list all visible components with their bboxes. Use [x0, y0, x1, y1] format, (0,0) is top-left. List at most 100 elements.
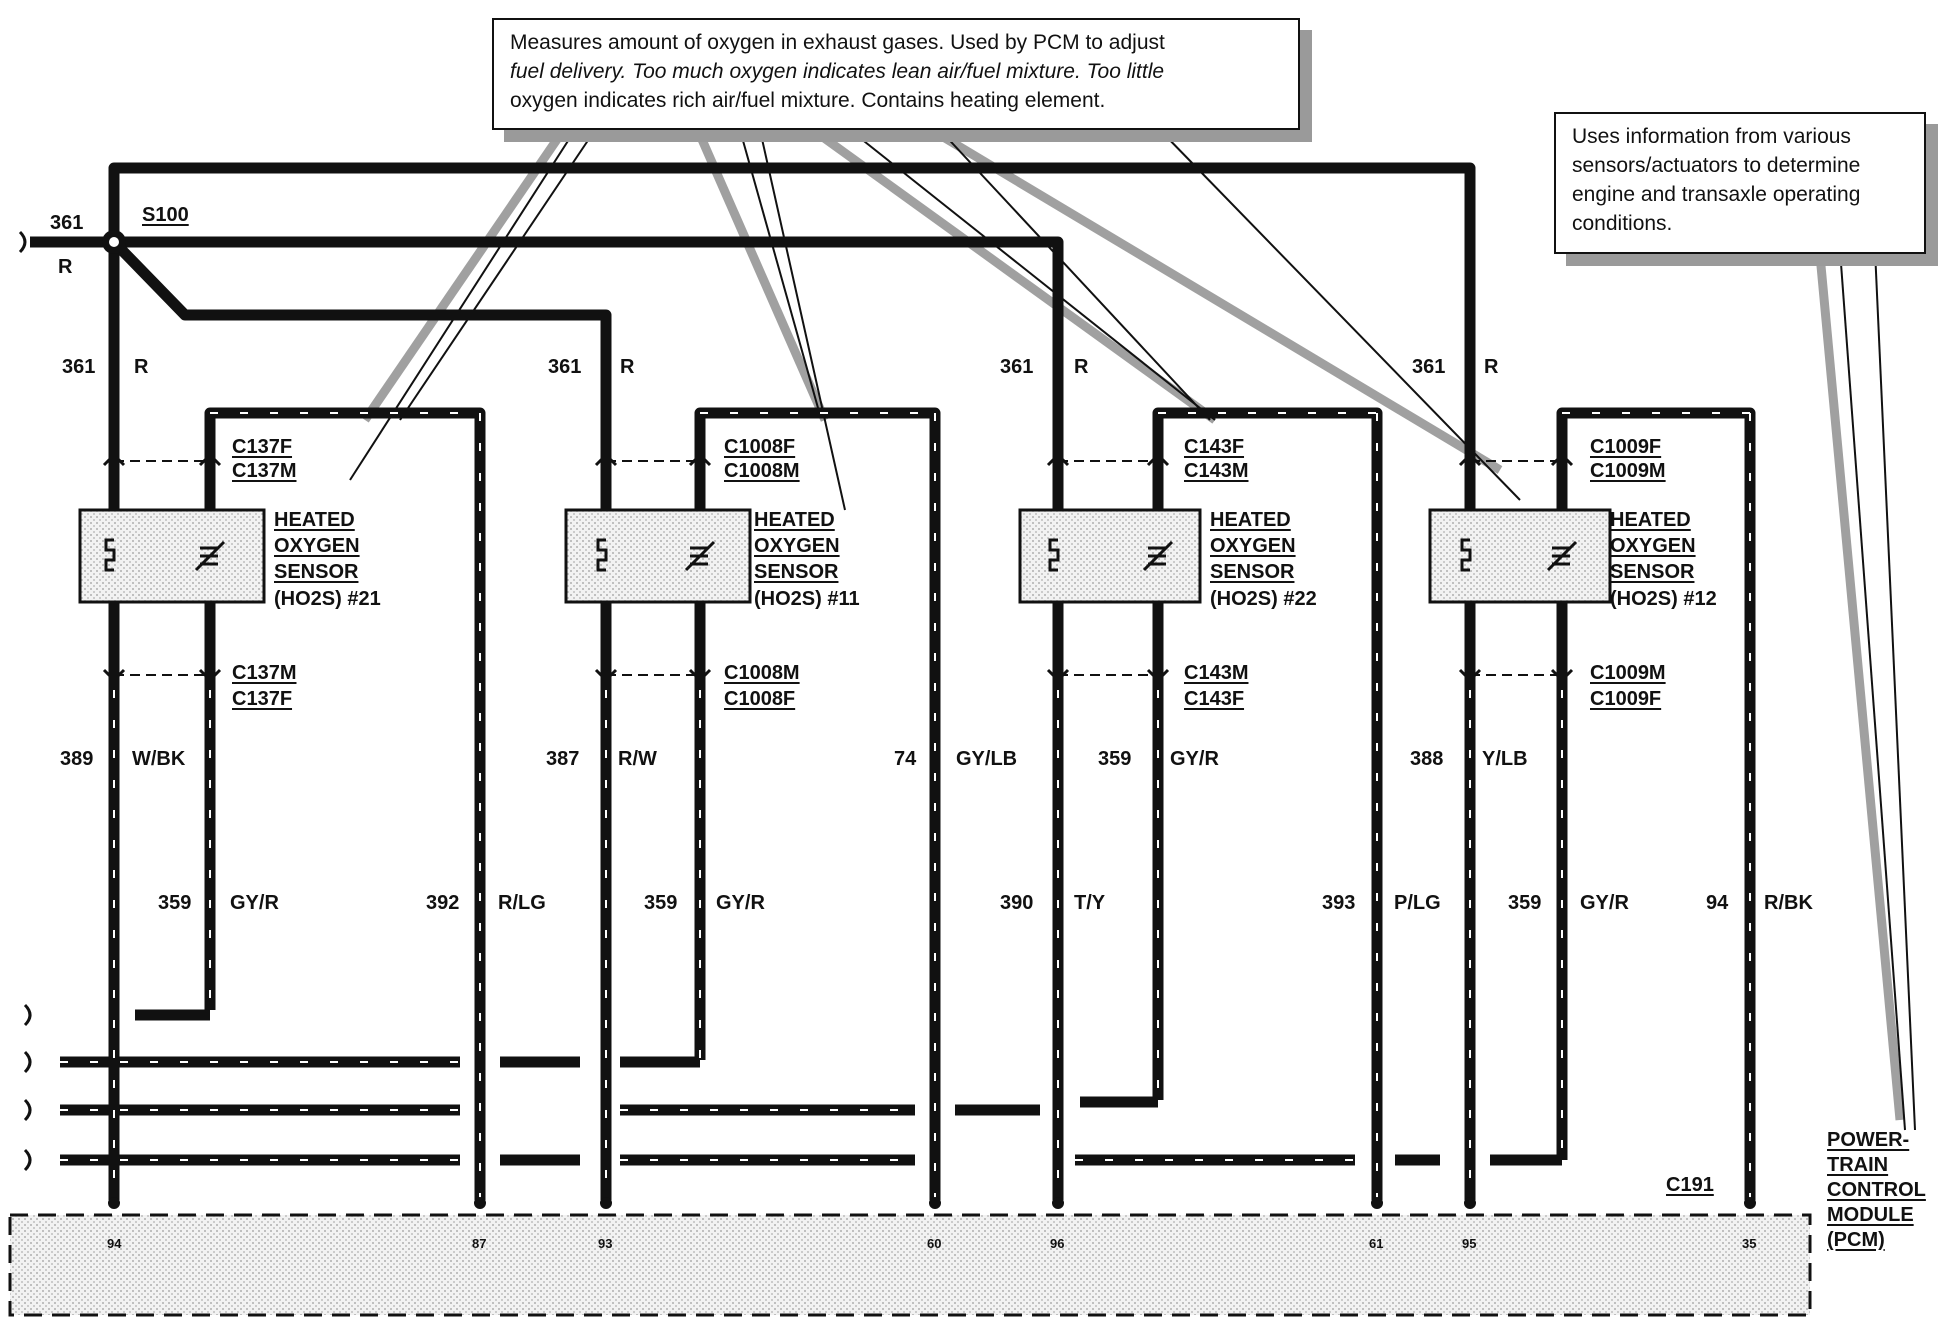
ground-color: GY/R: [1170, 748, 1219, 770]
sensor-name: OXYGEN: [1610, 535, 1696, 557]
return-circuit: 392: [426, 892, 460, 914]
ground-color: GY/R: [1580, 892, 1629, 914]
connector-bottom: C1008F: [724, 688, 796, 710]
connector-top: C1008M: [724, 460, 800, 482]
connector-top: C1009M: [1590, 460, 1666, 482]
connector-bottom: C1008M: [724, 662, 800, 684]
sensor-name: OXYGEN: [274, 535, 360, 557]
callout-line: conditions.: [1572, 212, 1673, 235]
ground-circuit: 359: [1098, 748, 1132, 770]
pcm-label: POWER- TRAIN CONTROL MODULE (PCM): [1827, 1128, 1926, 1253]
pcm-box: [8, 1213, 1812, 1317]
connector-bottom: C137M: [232, 662, 297, 684]
pcm-label-line: POWER-: [1827, 1129, 1910, 1151]
sensor-suffix: (HO2S) #12: [1610, 588, 1717, 610]
splice-color: R: [58, 256, 73, 278]
power-circuit: 361: [548, 356, 582, 378]
sensor-suffix: (HO2S) #22: [1210, 588, 1317, 610]
mid-wire-circuit: 393: [1322, 892, 1356, 914]
pcm-label-line: (PCM): [1827, 1229, 1885, 1251]
power-circuit: 361: [1000, 356, 1034, 378]
ground-color: GY/R: [230, 892, 279, 914]
heater-icon: [1048, 538, 1060, 572]
return-circuit: 94: [1706, 892, 1729, 914]
sensor-boxes: [78, 508, 1612, 604]
connector-top: C137M: [232, 460, 297, 482]
connector-bottom: C143F: [1184, 688, 1245, 710]
connector-top: C1008F: [724, 436, 796, 458]
connector-bottom: C1009M: [1590, 662, 1666, 684]
sensor-name: SENSOR: [1610, 561, 1695, 583]
connector-top: C137F: [232, 436, 293, 458]
sensor-name: HEATED: [1210, 509, 1291, 531]
pcm-pin: 35: [1742, 1236, 1757, 1251]
connector-bottom: C143M: [1184, 662, 1249, 684]
callout-leaders: [349, 129, 1916, 1131]
pcm-pin: 60: [927, 1236, 942, 1251]
return-color: R/BK: [1764, 892, 1813, 914]
ho2s-11-box: [564, 508, 752, 604]
sensor-name: HEATED: [754, 509, 835, 531]
signal-color: T/Y: [1074, 892, 1106, 914]
power-circuit: 361: [62, 356, 96, 378]
pcm-pin: 87: [472, 1236, 487, 1251]
sensor-name: OXYGEN: [1210, 535, 1296, 557]
wire-break-icons: [18, 230, 32, 1172]
return-circuit: 74: [894, 748, 917, 770]
heater-icon: [1460, 538, 1472, 572]
sensor-name: SENSOR: [1210, 561, 1295, 583]
heater-icon: [596, 538, 608, 572]
power-color: R: [620, 356, 635, 378]
connector-top: C1009F: [1590, 436, 1662, 458]
return-color: R/LG: [498, 892, 546, 914]
ground-circuit: 359: [1508, 892, 1542, 914]
power-color: R: [1074, 356, 1089, 378]
variable-resistor-icon: [1142, 540, 1174, 572]
signal-color: W/BK: [132, 748, 186, 770]
ho2s-21-box: [78, 508, 266, 604]
sensor-suffix: (HO2S) #11: [754, 588, 860, 610]
pcm-callout: Uses information from various sensors/ac…: [1554, 112, 1926, 254]
pcm-label-line: TRAIN: [1827, 1154, 1889, 1176]
power-color: R: [134, 356, 149, 378]
ho2s-12-box: [1428, 508, 1612, 604]
signal-circuit: 387: [546, 748, 580, 770]
callout-line: Measures amount of oxygen in exhaust gas…: [510, 31, 1165, 54]
heater-icon: [104, 538, 116, 572]
splice-circuit: 361: [50, 212, 84, 234]
variable-resistor-icon: [684, 540, 716, 572]
callout-line: Uses information from various: [1572, 125, 1851, 148]
connector-top: C143M: [1184, 460, 1249, 482]
sensor-name: OXYGEN: [754, 535, 840, 557]
sensor-element-icons: [104, 538, 1578, 572]
o2-sensor-callout: Measures amount of oxygen in exhaust gas…: [492, 18, 1300, 130]
sensor-name: HEATED: [1610, 509, 1691, 531]
signal-color: R/W: [618, 748, 657, 770]
pcm-pin: 61: [1369, 1236, 1384, 1251]
pcm-pin: 95: [1462, 1236, 1477, 1251]
pcm-label-line: CONTROL: [1827, 1179, 1926, 1201]
variable-resistor-icon: [194, 540, 226, 572]
ground-circuit: 359: [644, 892, 678, 914]
signal-color: Y/LB: [1482, 748, 1528, 770]
signal-circuit: 388: [1410, 748, 1444, 770]
connector-top: C143F: [1184, 436, 1245, 458]
return-color: GY/LB: [956, 748, 1018, 770]
signal-circuit: 389: [60, 748, 94, 770]
mid-wire-color: P/LG: [1394, 892, 1441, 914]
splice-id: S100: [142, 204, 189, 226]
ground-circuit: 359: [158, 892, 192, 914]
callout-line: engine and transaxle operating: [1572, 183, 1861, 206]
ground-color: GY/R: [716, 892, 765, 914]
sensor-name: SENSOR: [754, 561, 839, 583]
pcm-pin: 96: [1050, 1236, 1065, 1251]
connector-bottom: C1009F: [1590, 688, 1662, 710]
signal-circuit: 390: [1000, 892, 1034, 914]
pcm-label-line: MODULE: [1827, 1204, 1914, 1226]
sensor-suffix: (HO2S) #21: [274, 588, 381, 610]
variable-resistor-icon: [1546, 540, 1578, 572]
sensor-name: HEATED: [274, 509, 355, 531]
callout-line: sensors/actuators to determine: [1572, 154, 1861, 177]
sensor-name: SENSOR: [274, 561, 359, 583]
